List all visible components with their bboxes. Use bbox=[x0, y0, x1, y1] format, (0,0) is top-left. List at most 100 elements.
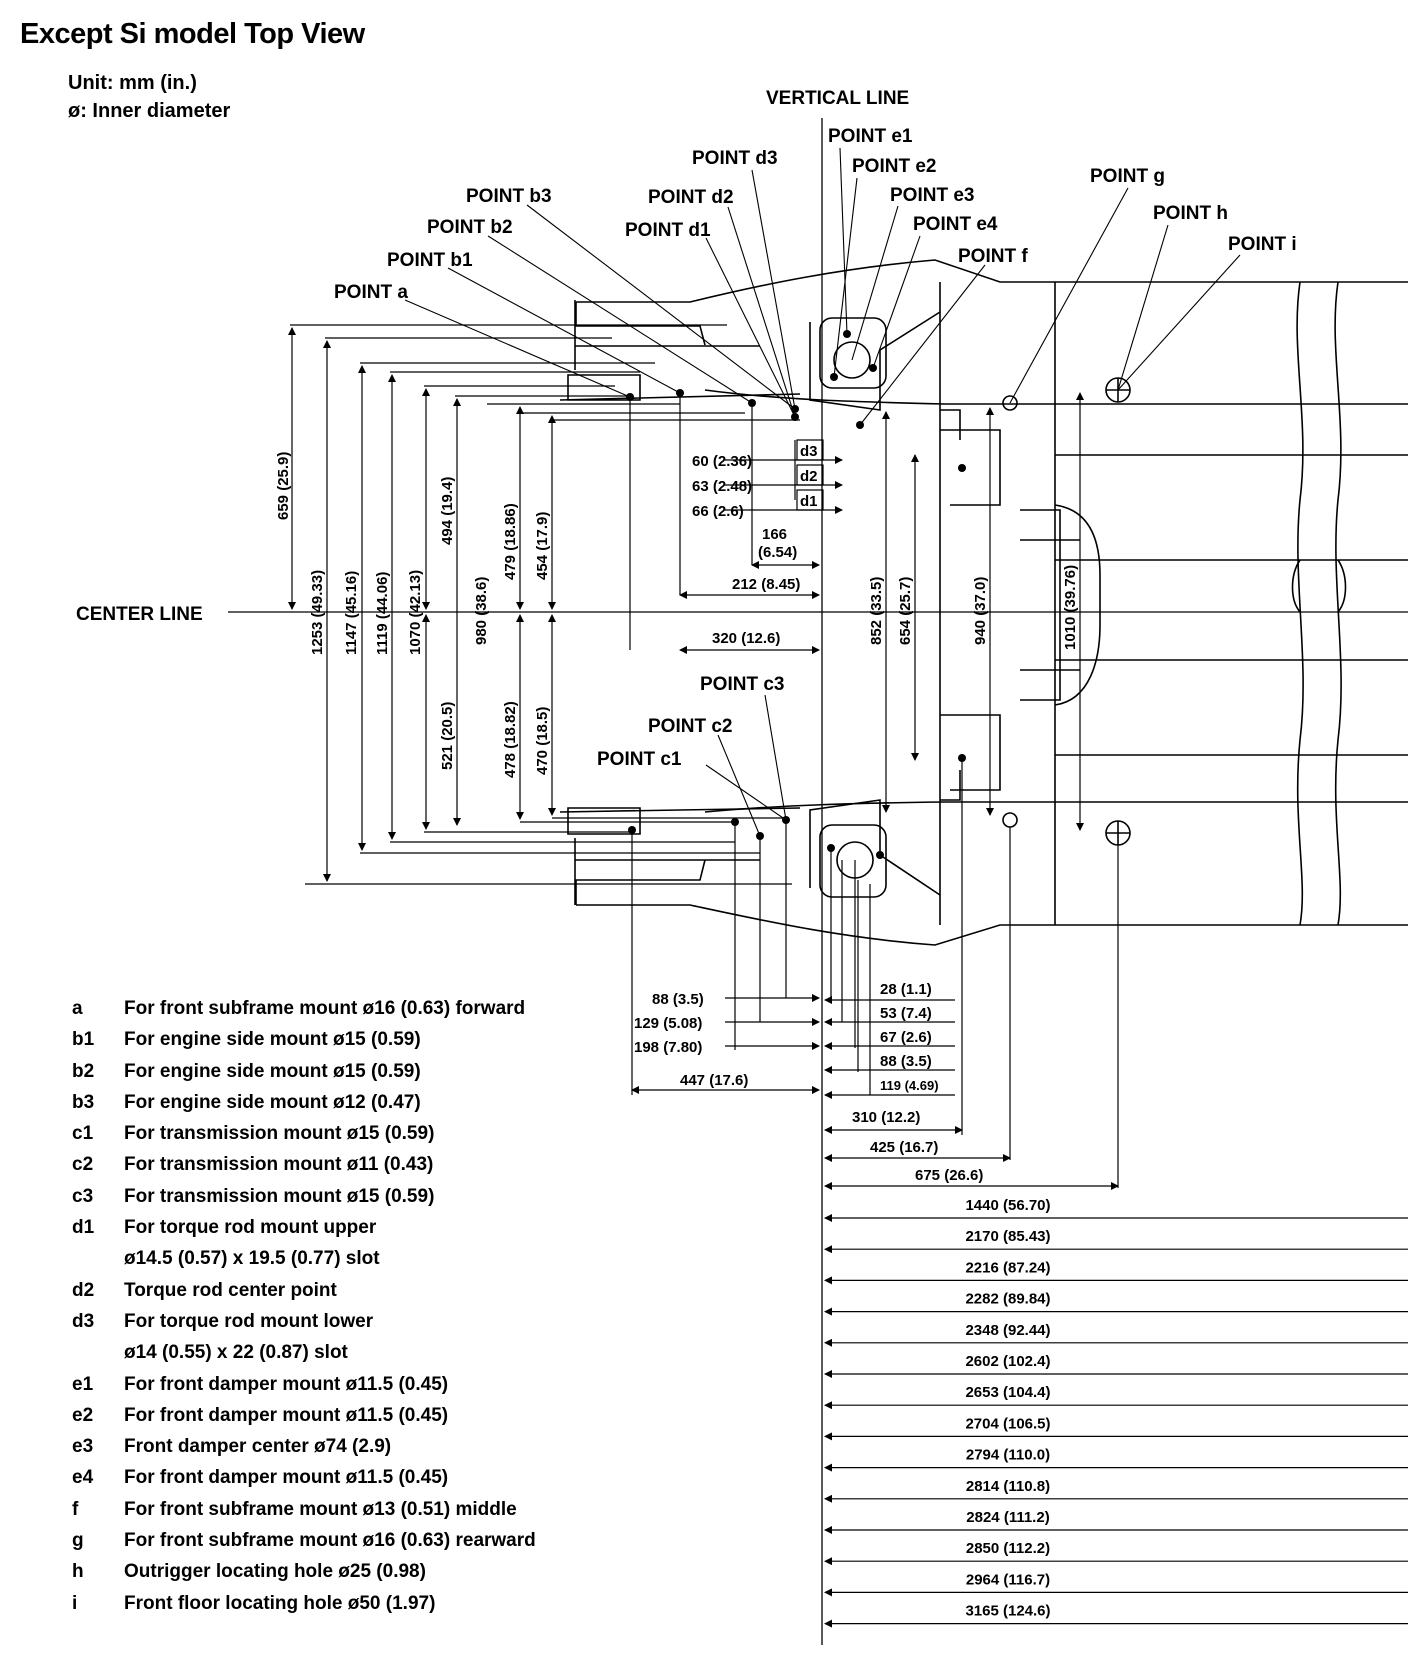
tag-d3: d3 bbox=[800, 443, 818, 460]
legend-row: h Outrigger locating hole ø25 (0.98) bbox=[72, 1561, 592, 1592]
point-g-label: POINT g bbox=[1090, 166, 1165, 187]
legend-description: Front floor locating hole ø50 (1.97) bbox=[124, 1592, 436, 1614]
point-c1-label: POINT c1 bbox=[597, 749, 682, 770]
point-b2-label: POINT b2 bbox=[427, 217, 513, 238]
legend-key: i bbox=[72, 1592, 78, 1614]
dim-129: 129 (5.08) bbox=[634, 1015, 702, 1032]
legend-description: ø14.5 (0.57) x 19.5 (0.77) slot bbox=[124, 1248, 380, 1270]
legend-key: b3 bbox=[72, 1091, 95, 1113]
horizontal-dimension-lines-bottom bbox=[631, 758, 1119, 1190]
legend-key: f bbox=[72, 1498, 79, 1520]
vertical-line-label: VERTICAL LINE bbox=[766, 88, 909, 109]
legend-key: b2 bbox=[72, 1060, 95, 1082]
dim-470: 470 (18.5) bbox=[534, 707, 551, 775]
horizontal-dimension-texts: 60 (2.36) 63 (2.48) 66 (2.6) 166 (6.54) … bbox=[634, 453, 983, 1184]
point-e4-label: POINT e4 bbox=[913, 214, 998, 235]
long-dimension-label: 2653 (104.4) bbox=[965, 1384, 1050, 1401]
legend-description: For torque rod mount lower bbox=[124, 1310, 374, 1332]
legend-description: Torque rod center point bbox=[124, 1279, 337, 1301]
dim-494: 494 (19.4) bbox=[439, 477, 456, 545]
long-dimension-label: 2814 (110.8) bbox=[966, 1478, 1050, 1495]
dim-166: 166 bbox=[762, 526, 787, 543]
legend-row: d3 For torque rod mount lower bbox=[72, 1311, 592, 1342]
point-b1-label: POINT b1 bbox=[387, 250, 473, 271]
long-dimension-label: 2794 (110.0) bbox=[966, 1447, 1050, 1464]
point-d1-label: POINT d1 bbox=[625, 220, 711, 241]
legend-key: a bbox=[72, 998, 83, 1019]
dim-28: 28 (1.1) bbox=[880, 981, 932, 998]
tag-d2: d2 bbox=[800, 468, 818, 485]
legend-key: g bbox=[72, 1530, 84, 1552]
legend-key: d2 bbox=[72, 1279, 95, 1301]
legend-row: c3 For transmission mount ø15 (0.59) bbox=[72, 1186, 592, 1217]
page-title: Except Si model Top View bbox=[20, 18, 365, 50]
dim-60: 60 (2.36) bbox=[692, 453, 752, 470]
dim-119: 119 (4.69) bbox=[880, 1078, 939, 1093]
long-dimension-label: 2824 (111.2) bbox=[966, 1509, 1049, 1526]
legend-row: d1 For torque rod mount upper bbox=[72, 1217, 592, 1248]
long-dimension-label: 2964 (116.7) bbox=[966, 1571, 1050, 1588]
legend-key: c2 bbox=[72, 1154, 94, 1176]
legend-row: e2 For front damper mount ø11.5 (0.45) bbox=[72, 1405, 592, 1436]
legend-key: e1 bbox=[72, 1373, 94, 1395]
unit-note: Unit: mm (in.) bbox=[68, 72, 197, 94]
dim-654: 654 (25.7) bbox=[897, 577, 914, 645]
legend-description: For engine side mount ø15 (0.59) bbox=[124, 1060, 421, 1082]
tag-d1: d1 bbox=[800, 493, 818, 510]
legend-description: For transmission mount ø15 (0.59) bbox=[124, 1185, 435, 1207]
legend-key: d3 bbox=[72, 1310, 95, 1332]
long-dimension-label: 2216 (87.24) bbox=[965, 1259, 1050, 1276]
point-c2-label: POINT c2 bbox=[648, 716, 732, 737]
long-dimension-label: 2704 (106.5) bbox=[965, 1415, 1050, 1432]
point-e3-label: POINT e3 bbox=[890, 185, 974, 206]
legend-description: For front subframe mount ø16 (0.63) forw… bbox=[124, 998, 526, 1019]
legend-key: e2 bbox=[72, 1404, 94, 1426]
dim-454: 454 (17.9) bbox=[534, 512, 551, 580]
dim-1253: 1253 (49.33) bbox=[309, 570, 326, 655]
legend-key: d1 bbox=[72, 1217, 95, 1239]
dim-479: 479 (18.86) bbox=[502, 503, 519, 580]
legend-description: For torque rod mount upper bbox=[124, 1217, 377, 1239]
legend-key: c3 bbox=[72, 1185, 94, 1207]
legend-key: e4 bbox=[72, 1467, 94, 1489]
dim-1070: 1070 (42.13) bbox=[407, 570, 424, 655]
point-c3-label: POINT c3 bbox=[700, 674, 784, 695]
dim-88-left: 88 (3.5) bbox=[652, 991, 704, 1008]
point-f-label: POINT f bbox=[958, 246, 1028, 267]
dim-63: 63 (2.48) bbox=[692, 478, 752, 495]
dim-659: 659 (25.9) bbox=[275, 452, 292, 520]
center-line-label: CENTER LINE bbox=[76, 604, 203, 625]
long-dimension-label: 3165 (124.6) bbox=[965, 1603, 1050, 1620]
legend-description: For engine side mount ø15 (0.59) bbox=[124, 1029, 421, 1051]
long-dimension-label: 2602 (102.4) bbox=[965, 1353, 1050, 1370]
leader-lines bbox=[404, 147, 1241, 837]
legend-key: h bbox=[72, 1561, 84, 1583]
point-d2-label: POINT d2 bbox=[648, 187, 734, 208]
dim-980: 980 (38.6) bbox=[473, 577, 490, 645]
point-e1-label: POINT e1 bbox=[828, 126, 913, 147]
legend-description: For front damper mount ø11.5 (0.45) bbox=[124, 1404, 449, 1426]
dim-66: 66 (2.6) bbox=[692, 503, 744, 520]
dim-1147: 1147 (45.16) bbox=[343, 571, 360, 655]
legend-description: For transmission mount ø15 (0.59) bbox=[124, 1123, 435, 1145]
point-i-label: POINT i bbox=[1228, 234, 1297, 255]
dim-198: 198 (7.80) bbox=[634, 1039, 702, 1056]
dim-166-in: (6.54) bbox=[758, 544, 797, 561]
legend-description: For engine side mount ø12 (0.47) bbox=[124, 1091, 421, 1113]
vertical-dimension-texts: 659 (25.9) 1253 (49.33) 1147 (45.16) 111… bbox=[275, 452, 1079, 778]
mount-holes bbox=[1002, 377, 1131, 846]
legend-row: d2 Torque rod center point bbox=[72, 1280, 592, 1311]
legend-description: ø14 (0.55) x 22 (0.87) slot bbox=[124, 1342, 348, 1364]
dim-940: 940 (37.0) bbox=[972, 577, 989, 645]
legend-description: Outrigger locating hole ø25 (0.98) bbox=[124, 1561, 426, 1583]
dim-425: 425 (16.7) bbox=[870, 1139, 938, 1156]
legend-row: b3 For engine side mount ø12 (0.47) bbox=[72, 1092, 592, 1123]
dim-212: 212 (8.45) bbox=[732, 576, 800, 593]
long-dimension-label: 2348 (92.44) bbox=[965, 1322, 1050, 1339]
